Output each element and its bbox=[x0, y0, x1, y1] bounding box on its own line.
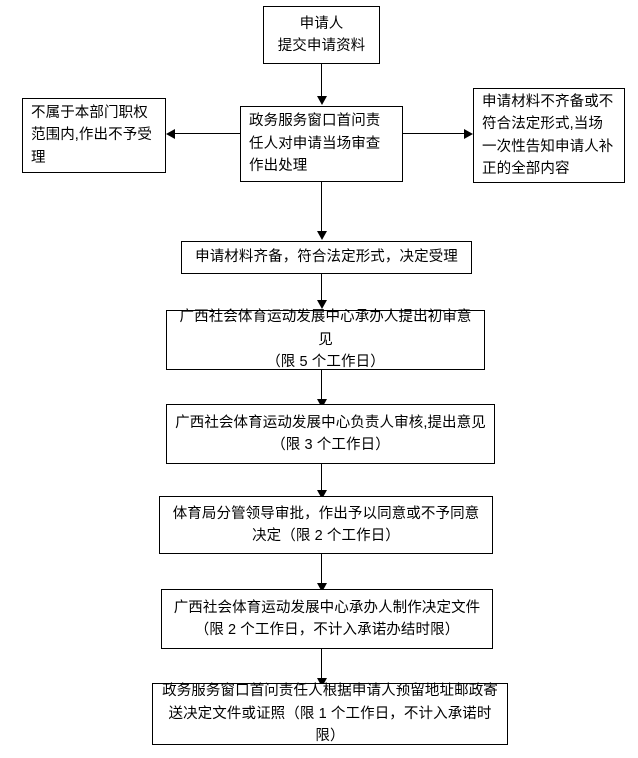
node-window-review-label: 政务服务窗口首问责任人对申请当场审查作出处理 bbox=[249, 113, 381, 175]
edge-window-to-not-in-scope bbox=[175, 133, 240, 134]
edge-document-to-mail bbox=[321, 649, 322, 681]
edge-bureau-to-document bbox=[321, 554, 322, 586]
node-window-review[interactable]: 政务服务窗口首问责任人对申请当场审查作出处理 bbox=[240, 106, 403, 182]
edge-head-to-bureau bbox=[321, 464, 322, 492]
edge-applicant-to-window bbox=[321, 64, 322, 97]
node-incomplete-materials-label: 申请材料不齐备或不符合法定形式,当场一次性告知申请人补正的全部内容 bbox=[482, 93, 614, 177]
edge-window-to-accept bbox=[321, 182, 322, 232]
arrowhead-bureau-to-document bbox=[317, 583, 327, 592]
node-applicant-label: 申请人 提交申请资料 bbox=[277, 15, 366, 54]
arrowhead-window-to-accept bbox=[317, 231, 327, 240]
edge-window-to-incomplete bbox=[403, 133, 465, 134]
node-mail-document-label: 政务服务窗口首问责任人根据申请人预留地址邮政寄送决定文件或证照（限 1 个工作日… bbox=[162, 683, 498, 745]
arrowhead-first-review-to-head bbox=[317, 399, 327, 408]
node-accept-label: 申请材料齐备，符合法定形式，决定受理 bbox=[195, 249, 458, 266]
node-incomplete-materials[interactable]: 申请材料不齐备或不符合法定形式,当场一次性告知申请人补正的全部内容 bbox=[473, 88, 625, 183]
node-first-review-label: 广西社会体育运动发展中心承办人提出初审意见 （限 5 个工作日） bbox=[179, 309, 472, 371]
node-make-document-label: 广西社会体育运动发展中心承办人制作决定文件 （限 2 个工作日，不计入承诺办结时… bbox=[173, 599, 481, 638]
node-mail-document[interactable]: 政务服务窗口首问责任人根据申请人预留地址邮政寄送决定文件或证照（限 1 个工作日… bbox=[152, 683, 508, 745]
arrowhead-accept-to-first-review bbox=[317, 300, 327, 309]
arrowhead-applicant-to-window bbox=[317, 96, 327, 105]
node-not-in-scope-label: 不属于本部门职权范围内,作出不予受理 bbox=[31, 104, 152, 166]
node-center-head-review[interactable]: 广西社会体育运动发展中心负责人审核,提出意见 （限 3 个工作日） bbox=[166, 404, 495, 464]
node-bureau-approval-label: 体育局分管领导审批，作出予以同意或不予同意决定（限 2 个工作日） bbox=[172, 505, 480, 544]
node-not-in-scope[interactable]: 不属于本部门职权范围内,作出不予受理 bbox=[22, 98, 166, 173]
arrowhead-head-to-bureau bbox=[317, 490, 327, 499]
node-applicant[interactable]: 申请人 提交申请资料 bbox=[263, 6, 380, 64]
edge-first-review-to-head bbox=[321, 370, 322, 402]
arrowhead-document-to-mail bbox=[317, 678, 327, 687]
node-make-document[interactable]: 广西社会体育运动发展中心承办人制作决定文件 （限 2 个工作日，不计入承诺办结时… bbox=[161, 589, 493, 649]
arrowhead-window-to-not-in-scope bbox=[166, 129, 175, 139]
node-center-head-review-label: 广西社会体育运动发展中心负责人审核,提出意见 （限 3 个工作日） bbox=[175, 414, 486, 453]
edge-accept-to-first-review bbox=[321, 274, 322, 302]
node-first-review[interactable]: 广西社会体育运动发展中心承办人提出初审意见 （限 5 个工作日） bbox=[166, 309, 485, 370]
node-accept[interactable]: 申请材料齐备，符合法定形式，决定受理 bbox=[181, 241, 472, 274]
arrowhead-window-to-incomplete bbox=[464, 129, 473, 139]
node-bureau-approval[interactable]: 体育局分管领导审批，作出予以同意或不予同意决定（限 2 个工作日） bbox=[159, 496, 493, 554]
